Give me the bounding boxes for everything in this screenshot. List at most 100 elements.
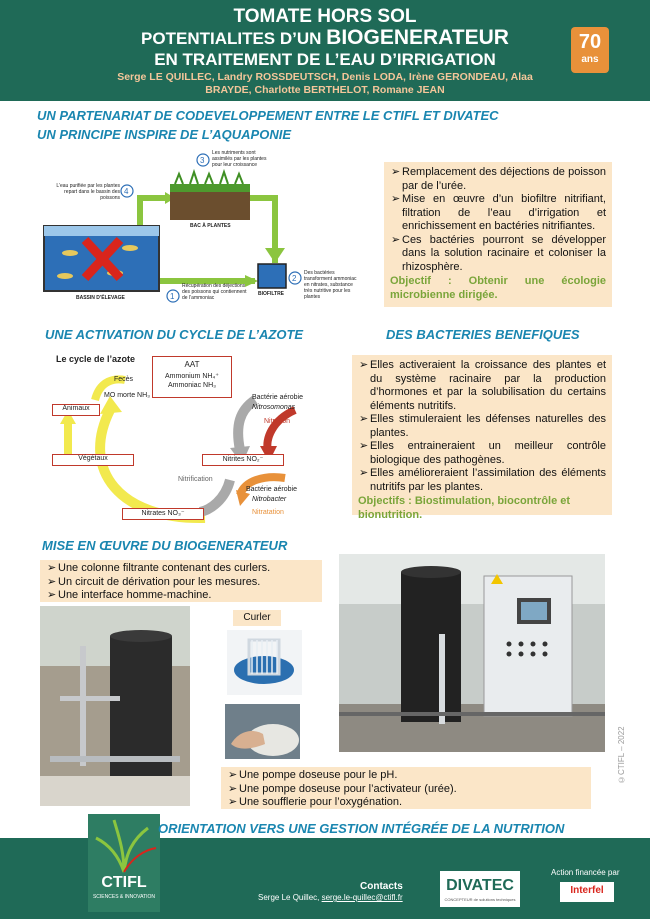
bassin-label: BASSIN D’ÉLEVAGE	[76, 295, 125, 301]
ammoniac-label: Ammoniac NH₃	[168, 382, 216, 389]
badge-word: ans	[581, 54, 599, 65]
interfel-logo: Interfel	[560, 882, 614, 902]
ammonium-label: Ammonium NH₄⁺	[164, 373, 219, 380]
nitrogen-cycle-diagram: Le cycle de l’azote AAT Ammonium NH₄⁺ Am…	[40, 350, 340, 528]
component-item: ➢Une colonne filtrante contenant des cur…	[47, 562, 271, 574]
aquaponie-svg	[43, 153, 302, 303]
nitrites-box: Nitrites NO₂⁻	[202, 454, 284, 466]
step4-text: L’eau purifiée par les plantes repart da…	[56, 183, 120, 201]
cycle-title: Le cycle de l’azote	[56, 354, 136, 364]
photo-biogenerator-svg	[339, 554, 605, 752]
nitrification-label: Nitrification	[178, 476, 213, 483]
benefit-item: ➢Elles activeraient la croissance des pl…	[359, 359, 606, 412]
poster-footer: CTIFL SCIENCES & INNOVATION Contacts Ser…	[0, 814, 650, 919]
photo-curler-svg	[234, 638, 294, 684]
component-item-text: Une interface homme-machine.	[58, 589, 212, 601]
vegetaux-box: Végétaux	[52, 454, 134, 466]
photo-curler-hand-svg	[225, 704, 300, 759]
section-orientation: ORIENTATION VERS UNE GESTION INTÉGRÉE DE…	[158, 821, 565, 836]
photo-biogenerator	[339, 554, 605, 752]
section-partnership: UN PARTENARIAT DE CODEVELOPPEMENT ENTRE …	[37, 108, 499, 123]
benefit-item-text: Elles activeraient la croissance des pla…	[370, 359, 606, 412]
ctifl-logo-text: CTIFL	[101, 874, 147, 891]
photo-curler-hand	[225, 704, 300, 759]
pump-item: ➢Une pompe doseuse pour le pH.	[228, 769, 398, 781]
principle-box: ➢Remplacement des déjections de poisson …	[384, 162, 612, 307]
contacts-line: Serge Le Quillec, serge.le-quillec@ctifl…	[258, 893, 403, 902]
title2-big: BIOGENERATEUR	[326, 26, 509, 49]
interfel-logo-text: Interfel	[570, 885, 604, 896]
section-mise-en-oeuvre: MISE EN ŒUVRE DU BIOGENERATEUR	[42, 538, 288, 553]
ctifl-logo-svg	[95, 819, 157, 873]
bac-label: BAC À PLANTES	[190, 223, 231, 229]
principle-item-text: Remplacement des déjections de poisson p…	[402, 166, 606, 192]
benefits-box: ➢Elles activeraient la croissance des pl…	[352, 355, 612, 521]
step-number-3: 3	[200, 156, 205, 165]
bact1-label: Bactérie aérobie	[252, 394, 303, 401]
curler-label: Curler	[233, 610, 281, 626]
poster-title-line2: POTENTIALITES D’UN BIOGENERATEUR	[0, 26, 650, 50]
principle-item-text: Mise en œuvre d’un biofiltre nitrifiant,…	[402, 193, 606, 232]
components-list: ➢Une colonne filtrante contenant des cur…	[46, 562, 316, 603]
financed-label: Action financée par	[551, 868, 620, 877]
contacts-name: Serge Le Quillec,	[258, 893, 322, 902]
contacts-email-link[interactable]: serge.le-quillec@ctifl.fr	[321, 893, 403, 902]
animaux-box: Animaux	[52, 404, 100, 416]
authors: Serge LE QUILLEC, Landry ROSSDEUTSCH, De…	[117, 71, 533, 96]
ctifl-logo-sub: SCIENCES & INNOVATION	[92, 894, 156, 900]
component-item: ➢Une interface homme-machine.	[47, 589, 212, 601]
principle-item: ➢Mise en œuvre d’un biofiltre nitrifiant…	[391, 193, 606, 232]
photo-curler	[227, 630, 302, 695]
section-azote: UNE ACTIVATION DU CYCLE DE L’AZOTE	[45, 327, 304, 342]
nitrates-box: Nitrates NO₃⁻	[122, 508, 204, 520]
title2-prefix: POTENTIALITES D’UN	[141, 29, 327, 48]
divatec-logo-text: DIVATEC	[446, 877, 514, 894]
step1-text: Récupération des déjections des poissons…	[182, 283, 247, 301]
pump-item-text: Une soufflerie pour l’oxygénation.	[239, 796, 403, 808]
mo-label: MO morte NH₃	[104, 392, 151, 399]
benefit-item: ➢Elles amélioreraient l’assimilation des…	[359, 467, 606, 493]
contacts-title: Contacts	[360, 881, 403, 892]
pump-item: ➢Une pompe doseuse pour l’activateur (ur…	[228, 782, 457, 795]
step3-text: Les nutriments sont assimilés par les pl…	[212, 150, 267, 168]
divatec-logo-sub: CONCEPTEUR de solutions techniques	[444, 897, 516, 902]
aat-box: AAT Ammonium NH₄⁺ Ammoniac NH₃	[152, 356, 232, 398]
component-item: ➢Un circuit de dérivation pour les mesur…	[47, 575, 261, 588]
principle-item: ➢Remplacement des déjections de poisson …	[391, 166, 606, 192]
bact2-label: Bactérie aérobie	[246, 486, 297, 493]
nitratation-label: Nitratation	[252, 509, 284, 516]
poster-title-line3: EN TRAITEMENT DE L’EAU D’IRRIGATION	[154, 50, 496, 69]
step-number-1: 1	[170, 292, 175, 301]
principle-objective: Objectif : Obtenir une écologie microbie…	[390, 275, 606, 301]
copyright: ©CTIFL – 2022	[617, 726, 626, 784]
components-box: ➢Une colonne filtrante contenant des cur…	[40, 560, 322, 602]
anniversary-badge: 70 ans	[571, 27, 609, 73]
principle-list: ➢Remplacement des déjections de poisson …	[390, 166, 606, 274]
section-aquaponie: UN PRINCIPE INSPIRE DE L’AQUAPONIE	[37, 127, 292, 142]
benefit-item: ➢Elles entraineraient un meilleur contrô…	[359, 440, 606, 466]
nitrosomonas-label: Nitrosomonas	[252, 404, 296, 411]
aat-label: AAT	[184, 360, 200, 369]
step-number-2: 2	[292, 274, 297, 283]
pumps-list: ➢Une pompe doseuse pour le pH. ➢Une pomp…	[227, 769, 585, 810]
nitration-label: Nitration	[264, 418, 291, 425]
principle-item-text: Ces bactéries pourront se développer dan…	[402, 233, 606, 273]
step2-text: Des bactéries transforment ammoniac en n…	[304, 270, 357, 300]
photo-installation	[40, 606, 190, 806]
pump-item-text: Une pompe doseuse pour l’activateur (uré…	[239, 782, 457, 795]
benefit-item-text: Elles stimuleraient les défenses naturel…	[370, 413, 606, 439]
poster-title: TOMATE HORS SOL	[233, 6, 417, 27]
benefit-item-text: Elles entraineraient un meilleur contrôl…	[370, 440, 606, 466]
benefit-item: ➢Elles stimuleraient les défenses nature…	[359, 413, 606, 439]
badge-number: 70	[578, 31, 602, 53]
pump-item: ➢Une soufflerie pour l’oxygénation.	[228, 796, 403, 808]
photo-installation-svg	[40, 606, 190, 806]
benefit-item-text: Elles amélioreraient l’assimilation des …	[370, 467, 606, 493]
benefits-list: ➢Elles activeraient la croissance des pl…	[358, 359, 606, 494]
principle-item: ➢Ces bactéries pourront se développer da…	[391, 233, 606, 273]
feces-label: Fecès	[114, 376, 134, 383]
divatec-logo: DIVATEC CONCEPTEUR de solutions techniqu…	[440, 871, 520, 907]
ctifl-logo: CTIFL SCIENCES & INNOVATION	[88, 814, 160, 912]
pump-item-text: Une pompe doseuse pour le pH.	[239, 769, 398, 781]
nitrobacter-label: Nitrobacter	[252, 496, 287, 503]
